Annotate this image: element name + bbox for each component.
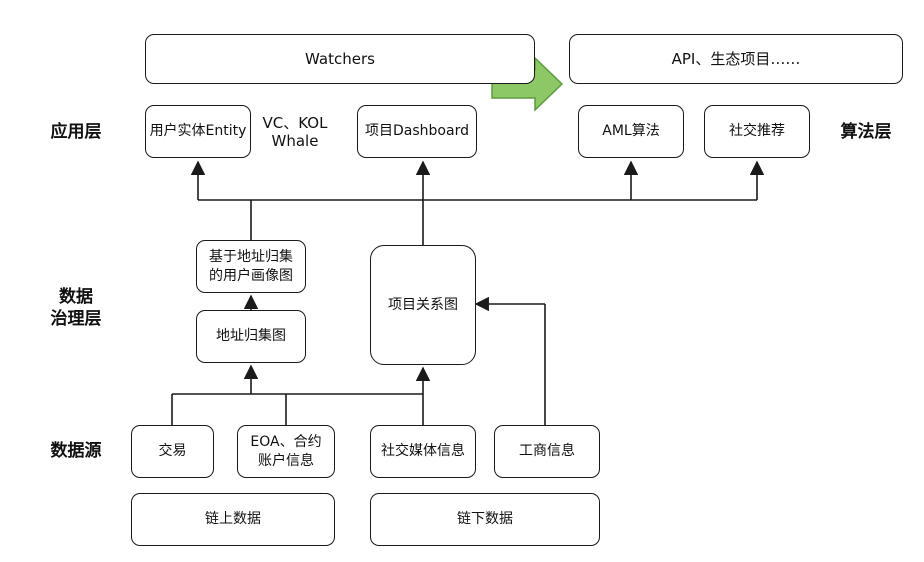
trade-label: 交易 (158, 443, 187, 459)
onchain-data-box: 链上数据 (131, 493, 335, 546)
user-profile-graph-box: 基于地址归集 的用户画像图 (196, 240, 306, 293)
user-profile-line1: 基于地址归集 (209, 248, 293, 265)
eoa-line1: EOA、合约 (250, 433, 322, 450)
address-cluster-box: 地址归集图 (196, 310, 306, 363)
algorithm-layer-label: 算法层 (840, 122, 892, 142)
application-layer-label: 应用层 (50, 122, 102, 142)
business-info-box: 工商信息 (494, 425, 600, 478)
user-entity-box: 用户实体Entity (145, 105, 251, 158)
eoa-line2: 账户信息 (258, 452, 314, 469)
aml-algorithm-box: AML算法 (578, 105, 684, 158)
user-entity-label: 用户实体Entity (149, 123, 247, 139)
governance-layer-label: 数据 治理层 (36, 286, 116, 330)
business-info-label: 工商信息 (519, 443, 575, 459)
trade-box: 交易 (131, 425, 214, 478)
api-ecosystem-label: API、生态项目…… (671, 49, 801, 68)
social-media-box: 社交媒体信息 (370, 425, 476, 478)
social-recommend-box: 社交推荐 (704, 105, 810, 158)
social-media-label: 社交媒体信息 (381, 443, 465, 459)
offchain-data-label: 链下数据 (457, 511, 513, 527)
whale-line: Whale (271, 132, 319, 150)
governance-layer-line1: 数据 (59, 287, 93, 307)
source-layer-label: 数据源 (50, 441, 102, 461)
eoa-contract-box: EOA、合约 账户信息 (237, 425, 335, 478)
vc-kol-line: VC、KOL (262, 114, 328, 132)
project-graph-box: 项目关系图 (370, 245, 476, 365)
watchers-box: Watchers (145, 34, 535, 84)
watchers-label: Watchers (305, 49, 375, 68)
address-cluster-label: 地址归集图 (216, 328, 286, 344)
social-recommend-label: 社交推荐 (729, 123, 785, 139)
user-profile-line2: 的用户画像图 (209, 267, 293, 284)
aml-algorithm-label: AML算法 (602, 123, 660, 139)
onchain-data-label: 链上数据 (205, 511, 261, 527)
project-graph-label: 项目关系图 (388, 296, 458, 313)
project-dashboard-box: 项目Dashboard (357, 105, 477, 158)
vc-kol-whale-label: VC、KOL Whale (253, 114, 337, 150)
offchain-data-box: 链下数据 (370, 493, 600, 546)
governance-layer-line2: 治理层 (50, 309, 102, 329)
api-ecosystem-box: API、生态项目…… (569, 34, 903, 84)
project-dashboard-label: 项目Dashboard (365, 123, 469, 139)
